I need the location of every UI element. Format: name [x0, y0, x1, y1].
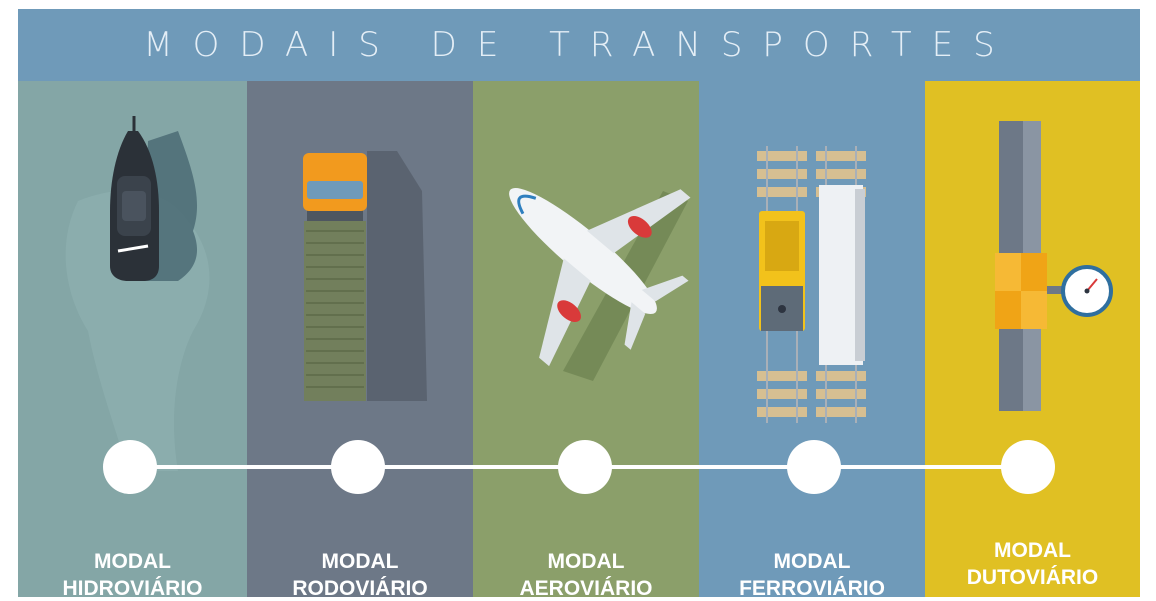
column-hidroviario: MODAL HIDROVIÁRIO — [18, 81, 247, 597]
airplane-icon — [509, 188, 691, 381]
page-title: MODAIS DE TRANSPORTES — [143, 25, 1015, 65]
label-rodoviario: MODAL RODOVIÁRIO — [292, 550, 428, 597]
column-dutoviario: MODAL DUTOVIÁRIO — [925, 81, 1140, 597]
column-ferroviario: MODAL FERROVIÁRIO — [699, 81, 925, 597]
label-aeroviario: MODAL AEROVIÁRIO — [519, 550, 653, 597]
label-dutoviario: MODAL DUTOVIÁRIO — [966, 539, 1099, 589]
pipeline-icon — [995, 121, 1113, 411]
header-banner: MODAIS DE TRANSPORTES — [18, 9, 1140, 81]
truck-icon — [303, 151, 427, 401]
column-aeroviario: MODAL AEROVIÁRIO — [473, 81, 699, 597]
label-hidroviario: MODAL HIDROVIÁRIO — [62, 550, 203, 597]
column-rodoviario: MODAL RODOVIÁRIO — [247, 81, 473, 597]
train-icon — [757, 146, 866, 423]
ship-icon — [65, 116, 210, 471]
infographic: MODAIS DE TRANSPORTES MODAL HIDROVIÁRIO — [18, 9, 1140, 597]
label-ferroviario: MODAL FERROVIÁRIO — [739, 550, 885, 597]
